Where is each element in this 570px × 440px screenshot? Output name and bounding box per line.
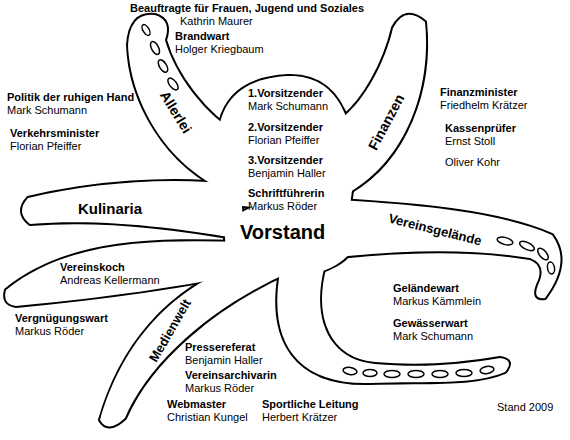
person-name: Stand 2009 bbox=[497, 402, 553, 413]
tentacle-label: Kulinaria bbox=[40, 199, 180, 219]
role-title: Verkehrsminister bbox=[10, 128, 99, 139]
person-name: Markus Röder bbox=[248, 201, 317, 212]
person-name: Benjamin Haller bbox=[248, 168, 326, 179]
tentacle-label: Vereinsgelände bbox=[365, 204, 505, 254]
person-name: Mark Schumann bbox=[393, 331, 473, 342]
person-name: Mark Schumann bbox=[7, 105, 87, 116]
tentacle-label-box: Vereinsgelände bbox=[365, 204, 505, 254]
person-name: Andreas Kellermann bbox=[60, 275, 160, 286]
octopus-outline bbox=[5, 15, 560, 427]
octopus-body: 1.VorsitzenderMark Schumann 2.Vorsitzende… bbox=[235, 82, 360, 252]
role-title: Finanzminister bbox=[440, 87, 518, 98]
diagram-heading: Vorstand bbox=[240, 222, 325, 242]
role-title: Gewässerwart bbox=[393, 318, 468, 329]
role-title: Vereinsarchivarin bbox=[185, 370, 277, 381]
person-name: Markus Kämmlein bbox=[393, 296, 481, 307]
role-title: 1.Vorsitzender bbox=[248, 88, 323, 99]
tentacle-label: Finanzen bbox=[345, 56, 427, 188]
person-name: Markus Röder bbox=[185, 383, 254, 394]
role-title: Vergnügungswart bbox=[15, 313, 108, 324]
role-title: Geländewart bbox=[393, 283, 459, 294]
tentacle-label-box: Finanzen bbox=[345, 56, 427, 188]
role-title: Webmaster bbox=[167, 399, 226, 410]
tentacle-label: Allerlei bbox=[131, 48, 220, 176]
person-name: Benjamin Haller bbox=[185, 355, 263, 366]
tentacle-label-box: Kulinaria bbox=[40, 199, 180, 219]
role-title: 2.Vorsitzender bbox=[248, 122, 323, 133]
octopus-fill bbox=[5, 15, 560, 427]
person-name: Kathrin Maurer bbox=[180, 16, 253, 27]
person-name: Christian Kungel bbox=[167, 412, 248, 423]
person-name: Ernst Stoll bbox=[445, 136, 495, 147]
person-name: Florian Pfeiffer bbox=[248, 135, 319, 146]
role-title: Schriftführerin bbox=[248, 188, 324, 199]
role-title: Brandwart bbox=[175, 31, 229, 42]
person-name: Holger Kriegbaum bbox=[175, 44, 264, 55]
role-title: Kassenprüfer bbox=[445, 123, 516, 134]
person-name: Florian Pfeiffer bbox=[10, 141, 81, 152]
role-title: Vereinskoch bbox=[60, 262, 125, 273]
role-title: Politik der ruhigen Hand bbox=[7, 92, 134, 103]
role-title: Pressereferat bbox=[185, 342, 255, 353]
role-title: Sportliche Leitung bbox=[262, 399, 359, 410]
person-name: Mark Schumann bbox=[248, 101, 328, 112]
person-name: Friedhelm Krätzer bbox=[440, 100, 527, 111]
role-title: 3.Vorsitzender bbox=[248, 155, 323, 166]
person-name: Herbert Krätzer bbox=[262, 412, 337, 423]
tentacle-suckers bbox=[140, 23, 555, 377]
person-name: Markus Röder bbox=[15, 326, 84, 337]
role-title: Beauftragte für Frauen, Jugend und Sozia… bbox=[130, 3, 364, 14]
tentacle-label-box: Allerlei bbox=[131, 48, 220, 176]
person-name: Oliver Kohr bbox=[445, 157, 500, 168]
